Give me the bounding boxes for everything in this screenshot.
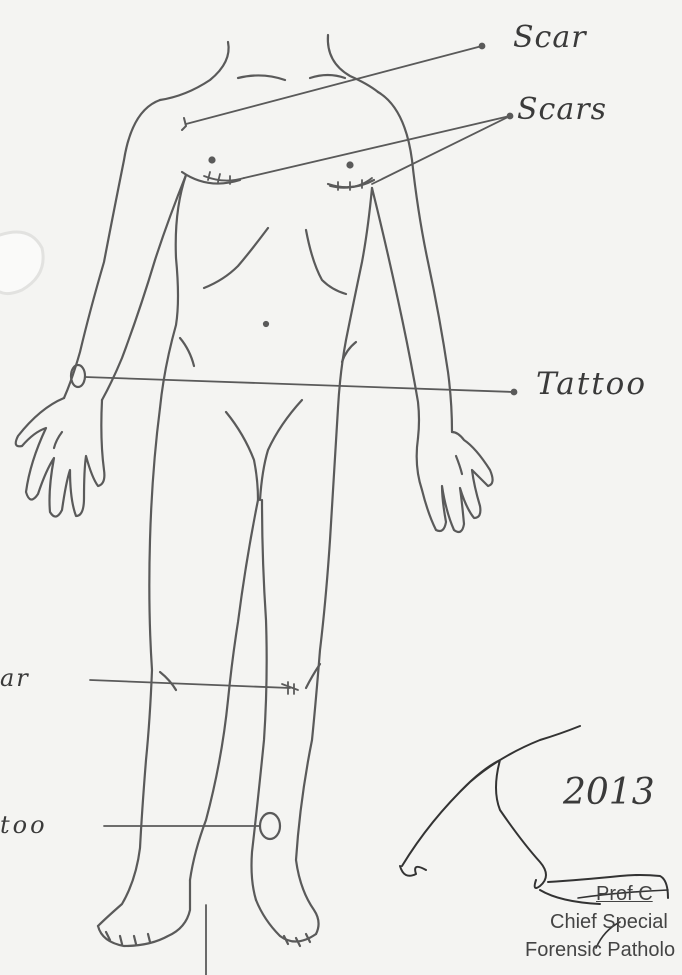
left-palm-crease [54,432,62,448]
handwritten-signature [400,726,668,904]
clavicle-right [310,75,345,78]
annotation-tattoo-wrist: Tattoo [536,366,647,402]
hole-punch-mark [0,232,43,294]
annotation-scar-top: Scar [513,20,587,55]
rib-right [306,230,346,294]
tattoo-mark-ankle [260,813,280,839]
right-palm-crease [456,456,462,474]
groin-left [226,412,258,500]
nipple-left [210,158,215,163]
rib-left [204,228,268,288]
leader-scar-top-dot [480,44,485,49]
leader-scar-left [90,680,290,688]
clavicle-left [238,75,285,80]
leader-scar-top [186,46,482,124]
left-leg-inner [190,500,258,880]
annotation-scars-chest: Scars [517,92,607,127]
left-knee [160,672,176,690]
right-leg-inner [252,500,267,900]
left-arm-outer [64,100,160,398]
signatory-department: Forensic Patholo [525,939,675,962]
annotation-tattoo-ankle: too [0,811,48,839]
annotation-scar-knee: ar [0,664,30,692]
neck-left [160,42,229,100]
leader-scars-chest-2 [372,116,510,184]
left-hand [16,398,105,517]
signatory-title: Chief Special [550,911,668,934]
right-hand [417,432,493,532]
right-leg-outer [296,408,338,934]
leader-scars-dot [508,114,513,119]
neck-right [328,35,378,92]
right-arm-inner [372,188,419,438]
hip-left [180,338,194,366]
groin-right [260,400,302,500]
signature-date: 2013 [563,772,655,813]
nipple-right [348,163,353,168]
torso-right-side [338,188,372,408]
left-leg-outer [98,408,160,926]
signatory-name: Prof C [596,883,653,906]
leader-scars-chest-1 [244,116,510,178]
navel [264,322,268,326]
leader-tattoo-right-dot [512,390,517,395]
